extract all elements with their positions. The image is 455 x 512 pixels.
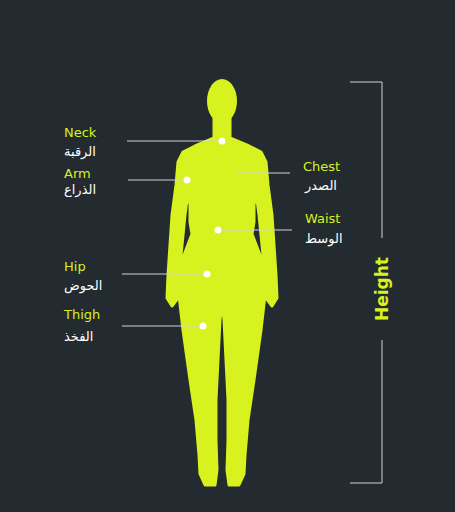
measure-dot bbox=[184, 177, 191, 184]
measure-label: Hip bbox=[64, 259, 86, 275]
measure-label: Arm bbox=[64, 166, 91, 182]
measure-label: Thigh bbox=[64, 307, 100, 323]
height-bracket bbox=[350, 82, 382, 238]
measure-label: الرقبة bbox=[64, 144, 96, 160]
measure-label: الوسط bbox=[305, 231, 343, 247]
leader-line bbox=[122, 326, 203, 327]
measure-label: الحوض bbox=[64, 278, 102, 294]
measure-label: Waist bbox=[305, 211, 340, 227]
measure-label: Chest bbox=[303, 159, 340, 175]
leader-line bbox=[237, 173, 290, 174]
leader-line bbox=[122, 274, 207, 275]
measure-dot bbox=[219, 138, 226, 145]
leader-line bbox=[127, 141, 222, 142]
measure-label: الصدر bbox=[305, 178, 337, 194]
measure-label: Neck bbox=[64, 125, 96, 141]
measure-label: الفخذ bbox=[64, 329, 93, 345]
measure-dot bbox=[200, 323, 207, 330]
measure-dot bbox=[215, 227, 222, 234]
leader-line bbox=[218, 230, 292, 231]
leader-line bbox=[128, 180, 187, 181]
head-silhouette bbox=[207, 79, 237, 123]
height-bracket bbox=[350, 340, 382, 483]
height-label: Height bbox=[374, 257, 390, 321]
measure-label: الذراع bbox=[64, 182, 96, 198]
measure-dot bbox=[204, 271, 211, 278]
